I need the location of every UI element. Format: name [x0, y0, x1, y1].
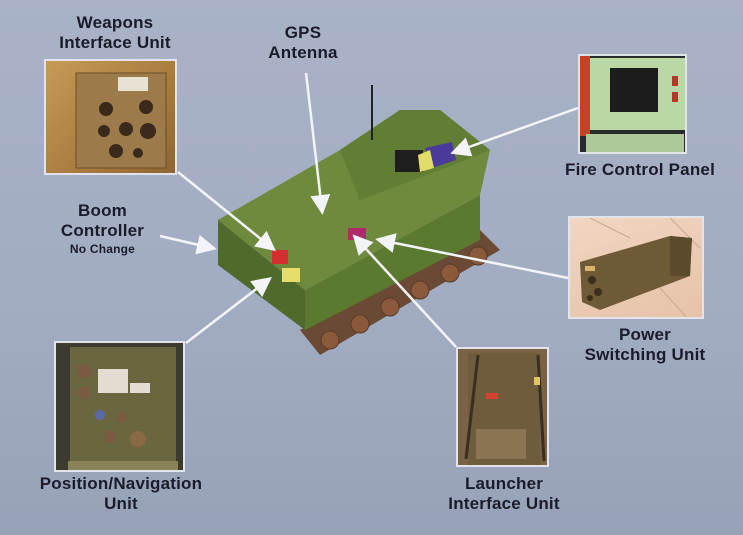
arrow-position-navigation-unit: [185, 276, 272, 344]
vehicle-icon: [218, 85, 500, 355]
gps-antenna-label: GPS Antenna: [248, 23, 358, 63]
label-line: Antenna: [268, 43, 338, 62]
arrow-fire-control-panel: [450, 106, 579, 157]
power-switching-unit-image: [580, 218, 701, 317]
position-navigation-unit-photo: [54, 341, 185, 472]
arrow-gps-antenna: [304, 72, 331, 215]
arrow-launcher-interface-unit: [352, 234, 457, 348]
label-line: Boom: [78, 201, 127, 220]
label-line: Interface Unit: [59, 33, 171, 52]
weapons-interface-unit-photo: [44, 59, 177, 175]
label-line: Unit: [104, 494, 138, 513]
label-line: Launcher: [464, 474, 544, 493]
arrow-weapons-interface-unit: [177, 171, 276, 252]
boom-controller-label: Boom Controller No Change: [40, 201, 165, 257]
position-navigation-unit-image: [68, 347, 178, 470]
arrow-boom-controller: [159, 234, 217, 255]
label-line: Controller: [60, 221, 145, 240]
fire-control-panel-image: [580, 56, 685, 152]
power-switching-unit-photo: [568, 216, 704, 319]
no-change-note: No Change: [69, 242, 136, 256]
label-line: GPS: [284, 23, 322, 42]
label-line: Weapons: [76, 13, 154, 32]
fire-control-panel-label: Fire Control Panel: [564, 160, 715, 179]
label-line: Position/Navigation: [39, 474, 203, 493]
launcher-interface-unit-photo: [456, 347, 549, 467]
callout-arrows: [159, 72, 579, 348]
launcher-interface-unit-label: Launcher Interface Unit: [430, 474, 578, 514]
arrow-power-switching-unit: [375, 233, 569, 280]
launcher-interface-unit-image: [464, 353, 546, 465]
weapons-interface-unit-label: Weapons Interface Unit: [40, 13, 190, 53]
position-navigation-unit-label: Position/Navigation Unit: [16, 474, 226, 514]
label-line: Power: [618, 325, 672, 344]
weapons-interface-unit-image: [75, 72, 167, 169]
label-line: Switching Unit: [584, 345, 706, 364]
fire-control-panel-photo: [578, 54, 687, 154]
label-line: Interface Unit: [448, 494, 560, 513]
power-switching-unit-label: Power Switching Unit: [570, 325, 720, 365]
